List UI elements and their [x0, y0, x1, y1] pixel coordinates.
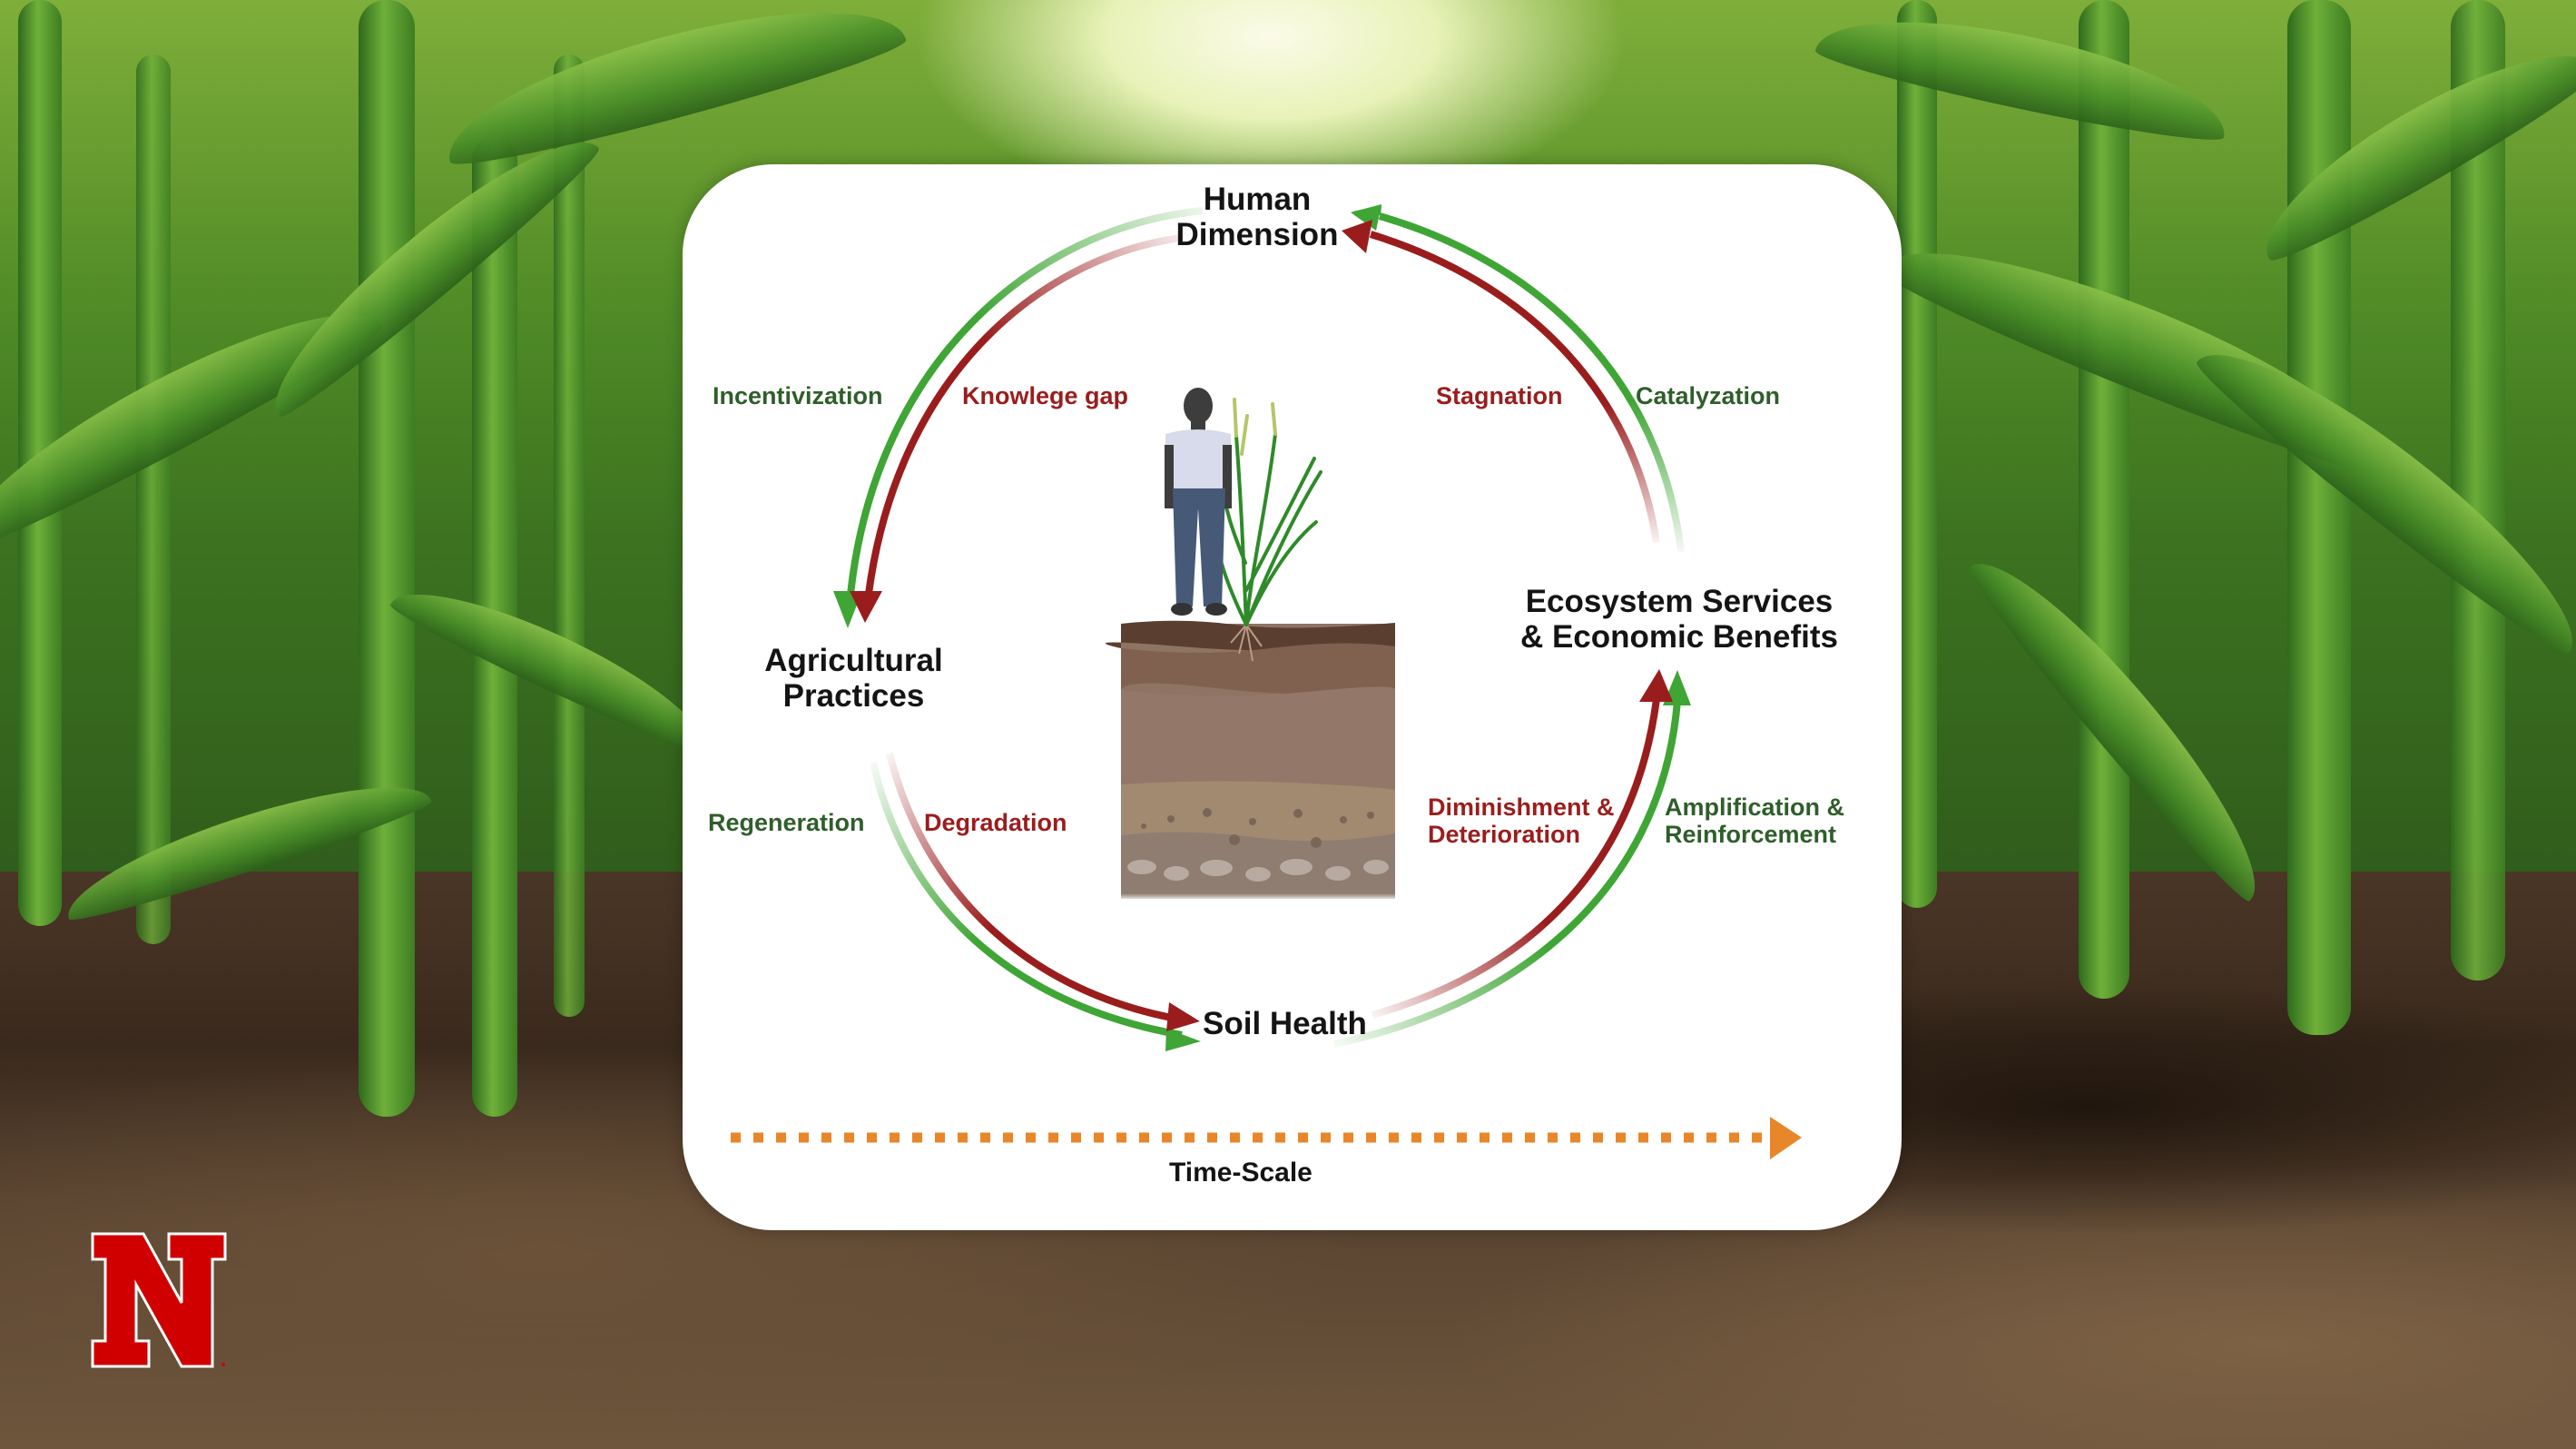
node-ecosystem-services: Ecosystem Services & Economic Benefits [1511, 584, 1847, 655]
node-label-line: & Economic Benefits [1519, 619, 1839, 656]
corn-stalk [359, 0, 415, 1117]
edge-label-knowledge-gap: Knowlege gap [962, 382, 1129, 409]
node-human-dimension: Human Dimension [1171, 182, 1343, 252]
node-agricultural-practices: Agricultural Practices [742, 643, 965, 714]
edge-label-catalyzation: Catalyzation [1636, 382, 1781, 409]
corn-stalk [2079, 0, 2129, 999]
node-label-line: Practices [782, 678, 925, 715]
edge-label-line: Diminishment & [1428, 794, 1615, 821]
node-label-line: Ecosystem Services [1525, 584, 1834, 619]
edge-label-line: Amplification & [1665, 794, 1845, 821]
corn-stalk [554, 54, 585, 1017]
node-label-line: Agricultural [764, 643, 943, 678]
node-soil-health: Soil Health [1203, 1006, 1367, 1041]
time-scale-label: Time-Scale [1169, 1158, 1313, 1188]
node-label-line: Dimension [1175, 217, 1339, 253]
corn-stalk [136, 54, 171, 944]
edge-label-incentivization: Incentivization [713, 382, 883, 409]
edge-label-diminishment: Diminishment & Deterioration [1428, 794, 1615, 848]
edge-label-amplification: Amplification & Reinforcement [1665, 794, 1844, 848]
nebraska-n-logo-icon [91, 1232, 227, 1368]
node-label-line: Human [1203, 182, 1312, 217]
edge-label-line: Reinforcement [1665, 821, 1837, 849]
edge-label-stagnation: Stagnation [1436, 382, 1563, 409]
edge-label-degradation: Degradation [924, 809, 1067, 836]
edge-label-line: Deterioration [1428, 821, 1581, 849]
corn-stalk [1897, 0, 1937, 908]
edge-label-regeneration: Regeneration [708, 809, 865, 836]
